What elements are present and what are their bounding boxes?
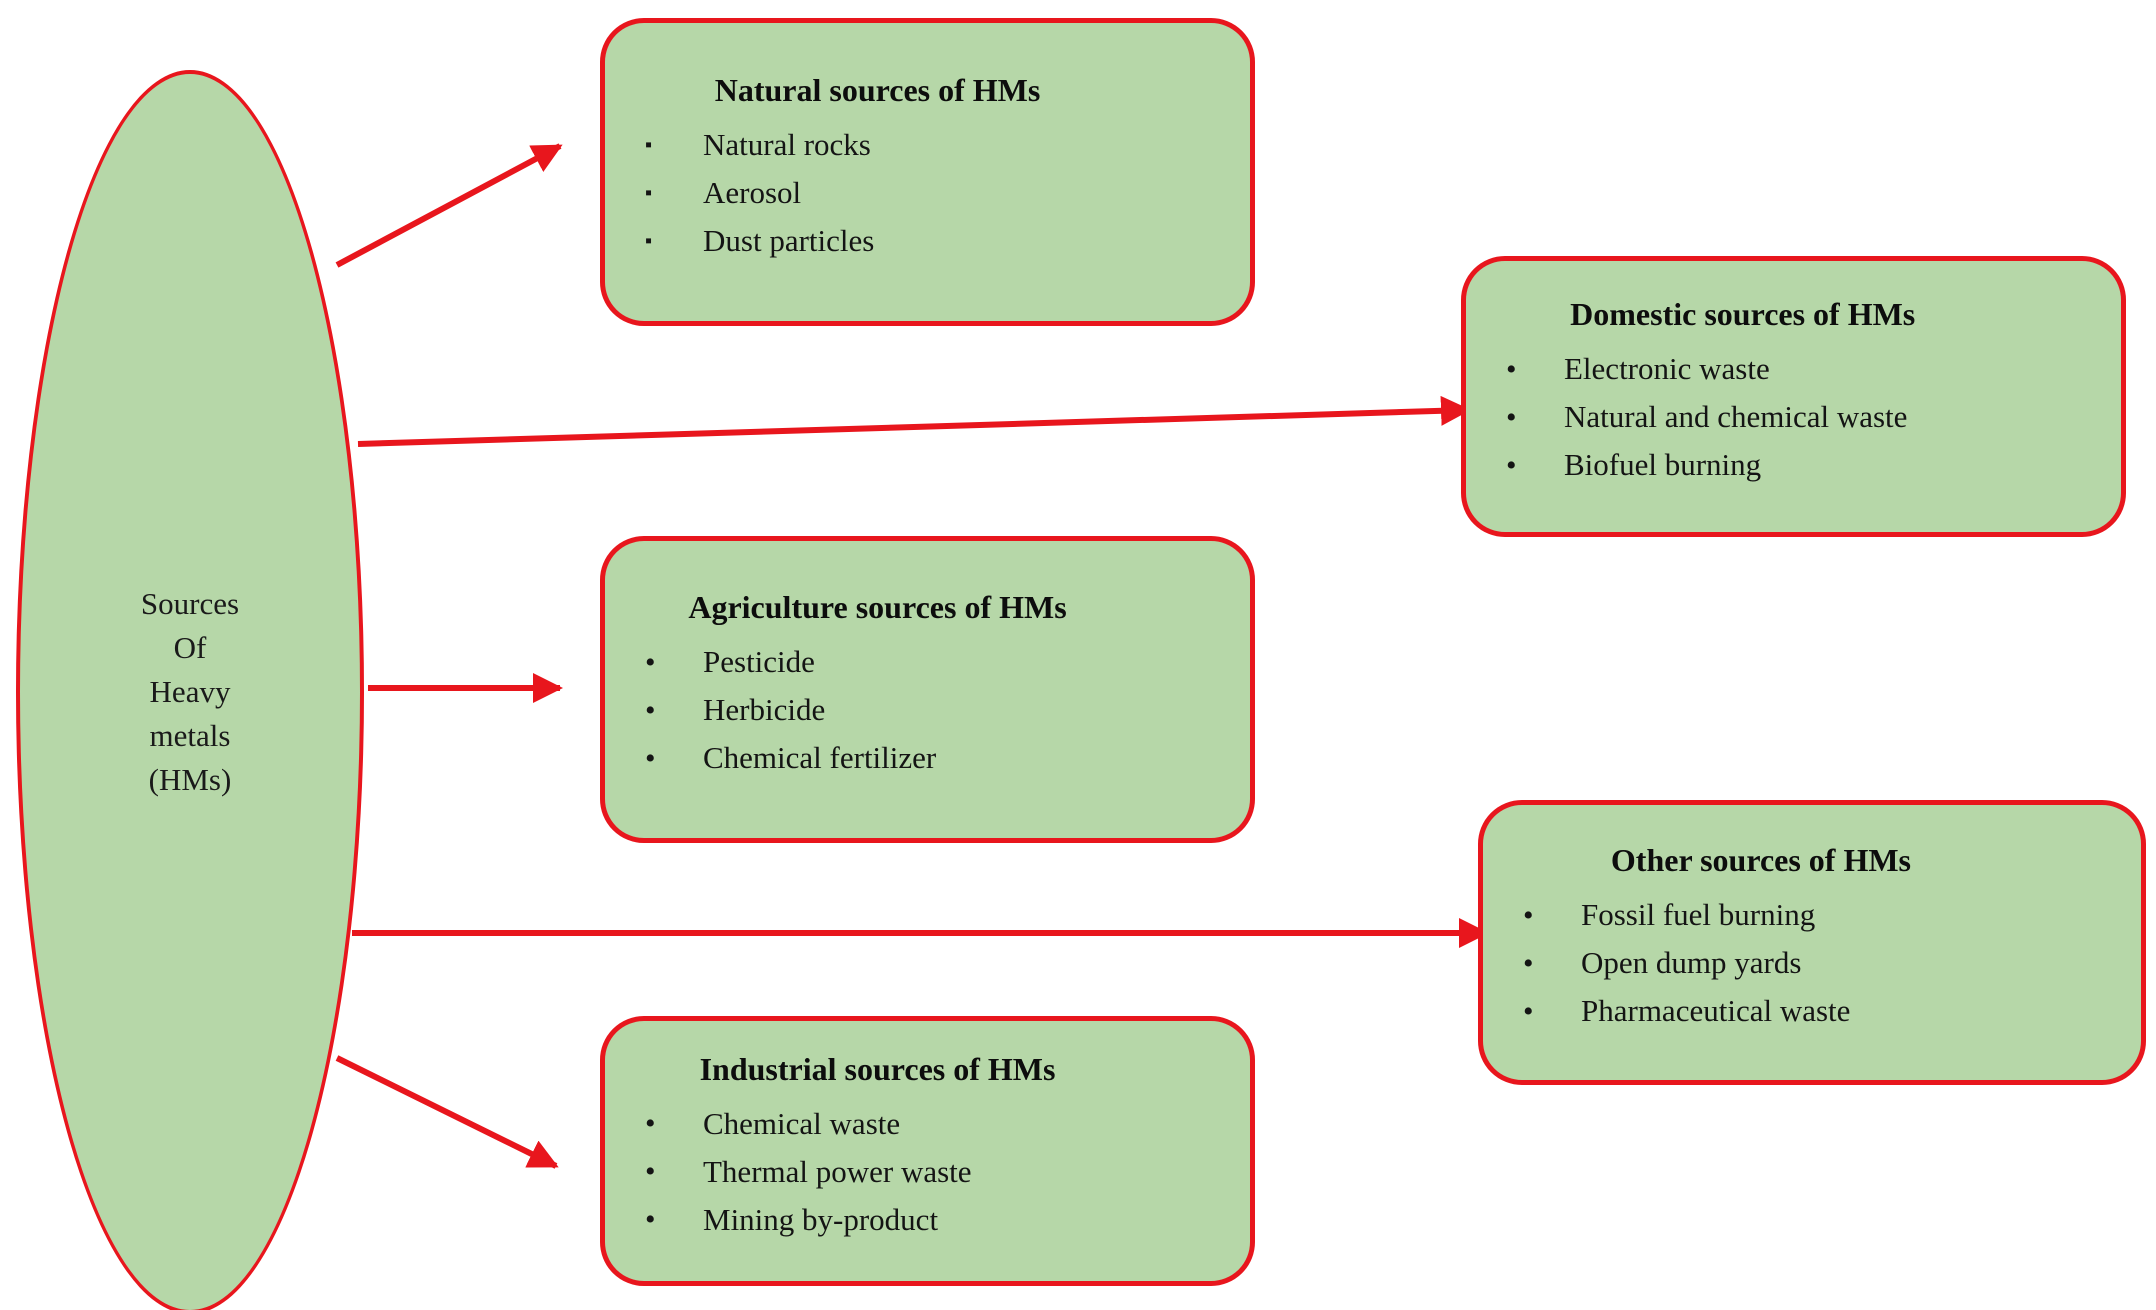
list-item-label: Herbicide [703, 692, 826, 728]
square-bullet-icon: ▪ [645, 229, 653, 252]
dot-bullet-icon: • [1523, 898, 1534, 932]
dot-bullet-icon: • [1506, 352, 1517, 386]
box-title: Agriculture sources of HMs [688, 589, 1067, 626]
dot-bullet-icon: • [645, 741, 656, 775]
list-item: • Chemical fertilizer [615, 735, 1240, 783]
list-item: • Fossil fuel burning [1493, 892, 2131, 940]
list-item-label: Electronic waste [1564, 351, 1770, 387]
list-item: • Chemical waste [615, 1100, 1240, 1148]
dot-bullet-icon: • [1523, 994, 1534, 1028]
list-item: • Thermal power waste [615, 1148, 1240, 1196]
dot-bullet-icon: • [645, 1155, 656, 1189]
box-agriculture-sources: Agriculture sources of HMs • Pesticide •… [600, 536, 1255, 843]
center-node-sources-of-heavy-metals: Sources Of Heavy metals (HMs) [16, 70, 364, 1310]
list-item: • Electronic waste [1476, 346, 2111, 394]
list-item-label: Thermal power waste [703, 1153, 972, 1189]
list-item: ▪ Dust particles [615, 217, 1240, 265]
list-item-label: Chemical fertilizer [703, 740, 937, 776]
list-item-label: Pesticide [703, 644, 815, 680]
dot-bullet-icon: • [1506, 400, 1517, 434]
dot-bullet-icon: • [1506, 448, 1517, 482]
list-item: • Open dump yards [1493, 940, 2131, 988]
list-item-label: Pharmaceutical waste [1581, 993, 1851, 1029]
square-bullet-icon: ▪ [645, 181, 653, 204]
list-item: • Natural and chemical waste [1476, 394, 2111, 442]
box-natural-sources: Natural sources of HMs ▪ Natural rocks ▪… [600, 18, 1255, 326]
list-item: ▪ Aerosol [615, 169, 1240, 217]
box-title: Domestic sources of HMs [1570, 296, 1916, 333]
box-industrial-sources: Industrial sources of HMs • Chemical was… [600, 1016, 1255, 1286]
center-node-label: Sources Of Heavy metals (HMs) [140, 585, 240, 798]
list-item-label: Open dump yards [1581, 945, 1802, 981]
arrow-to-domestic-sources [357, 395, 1471, 447]
list-item-label: Aerosol [703, 174, 802, 210]
list-item: • Mining by-product [615, 1196, 1240, 1244]
dot-bullet-icon: • [1523, 946, 1534, 980]
dot-bullet-icon: • [645, 645, 656, 679]
list-item: • Herbicide [615, 687, 1240, 735]
box-title: Industrial sources of HMs [699, 1050, 1056, 1087]
box-title: Other sources of HMs [1610, 842, 1911, 879]
list-item-label: Natural and chemical waste [1564, 399, 1908, 435]
list-item-label: Biofuel burning [1564, 447, 1762, 483]
list-item-label: Mining by-product [703, 1201, 939, 1237]
box-domestic-sources: Domestic sources of HMs • Electronic was… [1461, 256, 2126, 537]
list-item: • Pesticide [615, 639, 1240, 687]
dot-bullet-icon: • [645, 1107, 656, 1141]
list-item-label: Natural rocks [703, 126, 871, 162]
list-item: ▪ Natural rocks [615, 121, 1240, 169]
list-item: • Biofuel burning [1476, 442, 2111, 490]
list-item: • Pharmaceutical waste [1493, 988, 2131, 1036]
box-title: Natural sources of HMs [714, 71, 1041, 108]
dot-bullet-icon: • [645, 693, 656, 727]
dot-bullet-icon: • [645, 1203, 656, 1237]
square-bullet-icon: ▪ [645, 133, 653, 156]
arrow-to-industrial-sources [335, 1055, 559, 1169]
list-item-label: Fossil fuel burning [1581, 897, 1816, 933]
arrow-to-natural-sources [335, 143, 563, 268]
list-item-label: Chemical waste [703, 1105, 901, 1141]
box-other-sources: Other sources of HMs • Fossil fuel burni… [1478, 800, 2146, 1085]
list-item-label: Dust particles [703, 222, 875, 258]
